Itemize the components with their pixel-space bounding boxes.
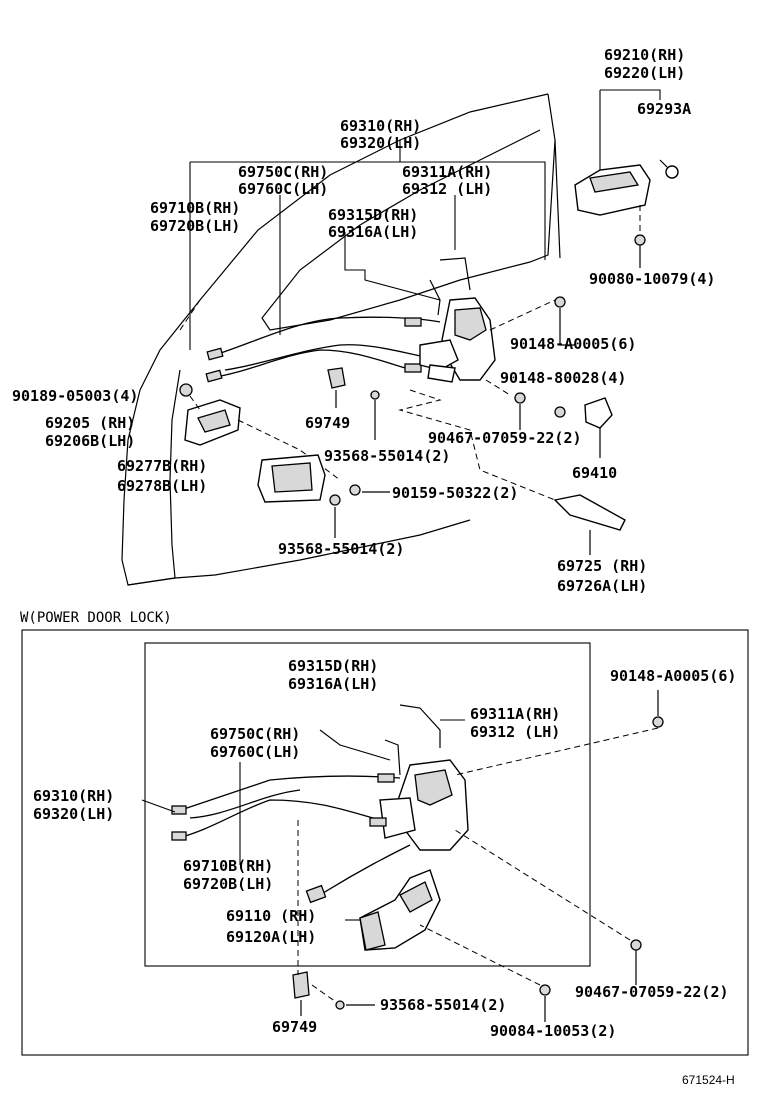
door-lock-motor bbox=[359, 869, 441, 951]
handle-bezel bbox=[257, 454, 390, 538]
label-69206b: 69206B(LH) bbox=[45, 432, 135, 450]
label-90080: 90080-10079(4) bbox=[589, 270, 715, 288]
power-door-lock-inner-box bbox=[144, 642, 591, 967]
label-69315d-bot: 69315D(RH) bbox=[288, 657, 378, 675]
label-69750c-top: 69750C(RH) bbox=[238, 163, 328, 181]
label-69310-bot: 69310(RH) bbox=[33, 787, 114, 805]
callout-box-top bbox=[189, 89, 661, 350]
label-69315d-top: 69315D(RH) bbox=[328, 206, 418, 224]
label-69720b-top: 69720B(LH) bbox=[150, 217, 240, 235]
door-lock-assembly-top bbox=[419, 257, 496, 383]
part-labels: 69210(RH) 69220(LH) 69293A 90080-10079(4… bbox=[12, 46, 736, 1087]
inside-handle bbox=[179, 383, 341, 481]
label-69760c-bot: 69760C(LH) bbox=[210, 743, 300, 761]
figure-id: 671524-H bbox=[682, 1073, 735, 1087]
label-90467-top: 90467-07059-22(2) bbox=[428, 429, 582, 447]
section-title: W(POWER DOOR LOCK) bbox=[20, 610, 172, 626]
small-parts-bottom bbox=[141, 690, 664, 1022]
label-69310-top: 69310(RH) bbox=[340, 117, 421, 135]
label-69749-top: 69749 bbox=[305, 414, 350, 432]
label-90189: 90189-05003(4) bbox=[12, 387, 138, 405]
label-69312-bot: 69312 (LH) bbox=[470, 723, 560, 741]
label-69320-top: 69320(LH) bbox=[340, 134, 421, 152]
label-69205: 69205 (RH) bbox=[45, 414, 135, 432]
label-69720b-bot: 69720B(LH) bbox=[183, 875, 273, 893]
cables-top bbox=[205, 316, 441, 383]
label-69311a-top: 69311A(RH) bbox=[402, 163, 492, 181]
label-69320-bot: 69320(LH) bbox=[33, 805, 114, 823]
outside-handle bbox=[574, 159, 679, 268]
door-lock-assembly-bottom bbox=[305, 704, 469, 904]
label-93568-c: 93568-55014(2) bbox=[380, 996, 506, 1014]
label-69760c-top: 69760C(LH) bbox=[238, 180, 328, 198]
label-93568-a: 93568-55014(2) bbox=[324, 447, 450, 465]
label-69311a-bot: 69311A(RH) bbox=[470, 705, 560, 723]
label-69278b: 69278B(LH) bbox=[117, 477, 207, 495]
label-90148-a0005-top: 90148-A0005(6) bbox=[510, 335, 636, 353]
label-90084: 90084-10053(2) bbox=[490, 1022, 616, 1040]
label-69210: 69210(RH) bbox=[604, 46, 685, 64]
label-69725: 69725 (RH) bbox=[557, 557, 647, 575]
label-69316a-top: 69316A(LH) bbox=[328, 223, 418, 241]
label-90159: 90159-50322(2) bbox=[392, 484, 518, 502]
label-69277b: 69277B(RH) bbox=[117, 457, 207, 475]
label-69293a: 69293A bbox=[637, 100, 691, 118]
label-69710b-top: 69710B(RH) bbox=[150, 199, 240, 217]
label-90148-a0005-bot: 90148-A0005(6) bbox=[610, 667, 736, 685]
label-69410: 69410 bbox=[572, 464, 617, 482]
label-69750c-bot: 69750C(RH) bbox=[210, 725, 300, 743]
label-93568-b: 93568-55014(2) bbox=[278, 540, 404, 558]
label-69312-top: 69312 (LH) bbox=[402, 180, 492, 198]
label-69316a-bot: 69316A(LH) bbox=[288, 675, 378, 693]
small-parts-top bbox=[327, 296, 626, 555]
label-69726a: 69726A(LH) bbox=[557, 577, 647, 595]
label-90148-80028: 90148-80028(4) bbox=[500, 369, 626, 387]
label-69120a: 69120A(LH) bbox=[226, 928, 316, 946]
label-69110: 69110 (RH) bbox=[226, 907, 316, 925]
power-door-lock-frame bbox=[21, 629, 749, 1056]
cables-bottom bbox=[171, 773, 401, 841]
label-90467-bot: 90467-07059-22(2) bbox=[575, 983, 729, 1001]
label-69220: 69220(LH) bbox=[604, 64, 685, 82]
door-outline bbox=[121, 93, 561, 586]
label-69710b-bot: 69710B(RH) bbox=[183, 857, 273, 875]
label-69749-bot: 69749 bbox=[272, 1018, 317, 1036]
